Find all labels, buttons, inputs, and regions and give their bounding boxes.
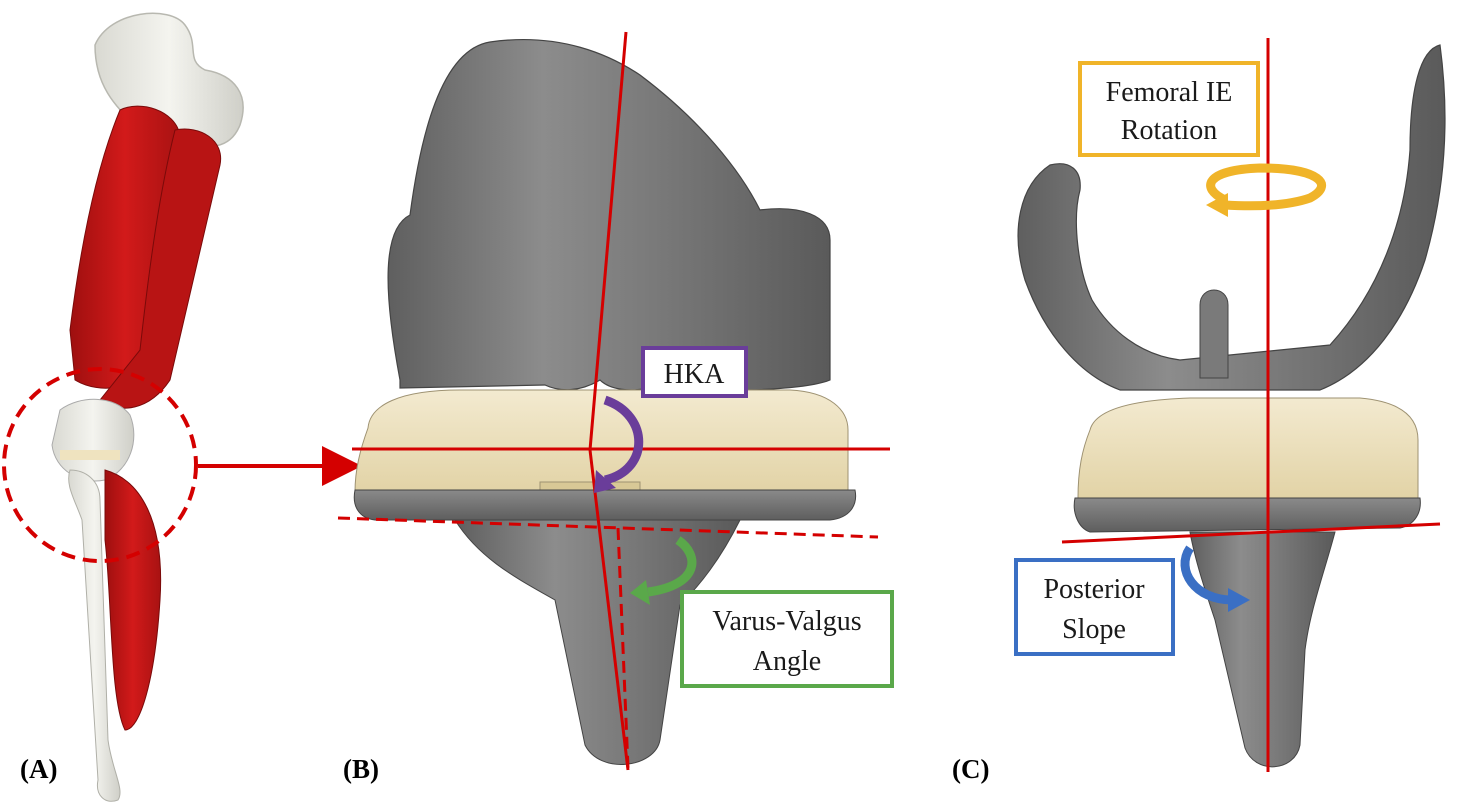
femoral-ie-label-box [1078, 61, 1260, 157]
varus-valgus-label-box [680, 590, 894, 688]
posterior-slope-label-box [1014, 558, 1175, 656]
posterior-slope-arrowhead [1228, 588, 1250, 612]
tibia-bone [68, 469, 121, 802]
varus-valgus-label-line1: Varus-Valgus [712, 606, 861, 637]
knee-highlight-circle [2, 367, 198, 563]
tibial-tray [353, 489, 857, 521]
panel-b-front-view: HKA Varus-Valgus Angle [337, 31, 894, 771]
femoral-mechanical-axis [588, 31, 628, 451]
tibial-tray-side [1073, 497, 1421, 533]
femoral-ie-arrowhead [1206, 193, 1228, 217]
panel-c-side-view: Femoral IE Rotation Posterior Slope [1014, 38, 1446, 772]
panel-a-leg-model [2, 12, 362, 802]
hka-arrow [603, 395, 644, 485]
tibial-mechanical-axis [588, 449, 630, 771]
posterior-slope-label-line1: Posterior [1043, 574, 1145, 605]
varus-valgus-label-line2: Angle [753, 646, 821, 677]
posterior-slope-arrow [1180, 545, 1233, 605]
varus-valgus-arrow [647, 536, 697, 597]
femoral-component-side [1017, 44, 1446, 391]
tibial-plateau-line [337, 516, 879, 539]
femoral-ie-arrow [1206, 163, 1326, 211]
tibial-insert [354, 389, 849, 493]
varus-valgus-arrowhead [630, 580, 650, 605]
femoral-ie-label-line2: Rotation [1121, 115, 1217, 146]
hka-label-box [641, 346, 748, 398]
posterior-slope-label-line2: Slope [1062, 614, 1126, 645]
panel-label-a: (A) [20, 754, 57, 784]
knee-joint [51, 398, 135, 482]
hka-arrowhead [594, 470, 616, 493]
calf-muscle [104, 469, 162, 731]
posterior-slope-line [1061, 522, 1441, 544]
tibial-stem-side [1189, 531, 1336, 768]
knee-insert [60, 450, 120, 460]
femoral-ie-label-line1: Femoral IE [1106, 77, 1233, 108]
tibial-perpendicular-line [616, 527, 630, 769]
panel-label-c: (C) [952, 754, 989, 784]
panel-label-b: (B) [343, 754, 379, 784]
hka-label: HKA [664, 359, 725, 390]
tibial-insert-side [1077, 397, 1419, 499]
femoral-peg [1199, 289, 1229, 379]
